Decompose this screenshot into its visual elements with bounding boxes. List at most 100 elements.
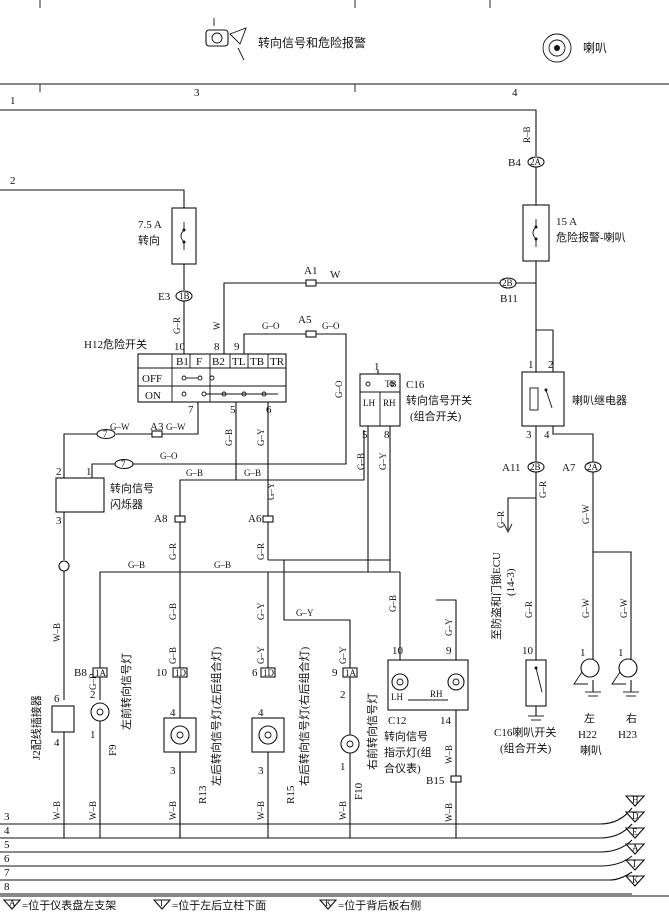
c16-turn-signal-switch[interactable]	[359, 373, 401, 427]
svg-text:2B: 2B	[502, 278, 513, 288]
c16-tb: TB	[385, 379, 397, 389]
svg-text:4: 4	[54, 737, 60, 749]
svg-text:G–B: G–B	[388, 595, 398, 612]
legend	[2, 899, 338, 910]
svg-text:1D: 1D	[175, 668, 187, 678]
svg-text:8: 8	[384, 429, 390, 441]
svg-text:B1: B1	[176, 356, 189, 368]
conn-b11: B11	[500, 293, 518, 305]
horn-relay-label: 喇叭继电器	[572, 393, 627, 407]
svg-text:G–R: G–R	[168, 543, 178, 560]
svg-text:1: 1	[90, 729, 96, 741]
conn-a3: A3	[150, 421, 164, 433]
svg-text:W–B: W–B	[338, 801, 348, 820]
conn-a11: A11	[502, 462, 521, 474]
fuse-turn-name: 转向	[138, 233, 160, 247]
svg-text:4: 4	[258, 707, 264, 719]
conn-a8: A8	[154, 513, 168, 525]
horn-left-name: 喇叭	[580, 743, 602, 757]
svg-text:9: 9	[446, 645, 452, 657]
svg-text:3: 3	[4, 811, 10, 823]
svg-text:4: 4	[544, 429, 550, 441]
svg-text:G–Y: G–Y	[256, 646, 266, 664]
horn-left-code: H22	[578, 729, 597, 741]
svg-text:7: 7	[188, 404, 194, 416]
svg-text:9: 9	[332, 667, 338, 679]
j2-connector	[51, 705, 75, 733]
c12-rh: RH	[430, 689, 443, 699]
c16-horn-line2: (组合开关)	[500, 741, 552, 755]
turn-hazard-icon	[205, 18, 247, 61]
svg-text:G–R: G–R	[538, 481, 548, 498]
conn-a5: A5	[298, 314, 312, 326]
svg-text:G–W: G–W	[581, 504, 591, 524]
f9-lamp	[90, 702, 110, 722]
svg-text:K: K	[325, 898, 332, 908]
wire-rb: R–B	[522, 126, 532, 143]
svg-text:7: 7	[4, 867, 10, 879]
h12-off: OFF	[142, 373, 162, 385]
r15-code: R15	[285, 785, 297, 804]
svg-text:6: 6	[252, 667, 258, 679]
svg-text:W–B: W–B	[88, 801, 98, 820]
svg-text:B2: B2	[212, 356, 225, 368]
header-band	[0, 0, 669, 92]
conn-a7: A7	[562, 462, 576, 474]
rail-1-label: 1	[10, 95, 16, 107]
ground-6: K	[632, 875, 639, 885]
fuse-turn	[171, 207, 197, 265]
svg-text:9: 9	[234, 341, 240, 353]
section-title-turn: 转向信号和危险报警	[258, 35, 366, 50]
legend-b: =位于左后立柱下面	[172, 898, 266, 912]
horn-relay	[521, 371, 565, 427]
svg-text:G–B: G–B	[168, 647, 178, 664]
horn-left-side: 左	[584, 712, 595, 725]
svg-text:7: 7	[121, 459, 126, 469]
svg-text:TB: TB	[250, 356, 264, 368]
c16-horn-line1: C16喇叭开关	[494, 725, 556, 739]
svg-text:W–B: W–B	[444, 745, 454, 764]
ground-1: H	[632, 795, 639, 805]
svg-text:G–Y: G–Y	[296, 608, 314, 618]
svg-text:G–B: G–B	[244, 468, 261, 478]
svg-text:1: 1	[580, 647, 586, 659]
rail-2-label: 2	[10, 175, 16, 187]
svg-text:2A: 2A	[587, 462, 599, 472]
flasher-line2: 闪烁器	[110, 497, 143, 511]
svg-text:6: 6	[54, 693, 60, 705]
c12-line3: 合仪表)	[384, 761, 421, 775]
svg-text:5: 5	[4, 839, 10, 851]
svg-text:2: 2	[340, 689, 346, 701]
svg-text:G–Y: G–Y	[378, 452, 388, 470]
svg-text:6: 6	[266, 404, 272, 416]
svg-text:2A: 2A	[530, 157, 542, 167]
fuse-horn-name: 危险报警-喇叭	[556, 230, 626, 244]
svg-text:10: 10	[392, 645, 404, 657]
wire-go-1: G–O	[262, 321, 280, 331]
fuse-horn	[522, 204, 550, 262]
c16-horn-switch[interactable]	[525, 659, 547, 707]
svg-text:G–Y: G–Y	[256, 428, 266, 446]
svg-text:2: 2	[56, 466, 62, 478]
c16-lh: LH	[363, 398, 375, 408]
svg-text:G–B: G–B	[88, 673, 98, 690]
svg-text:G–Y: G–Y	[266, 482, 276, 500]
c16-label-1: C16	[406, 379, 425, 391]
svg-text:5: 5	[230, 404, 236, 416]
wire-gw-2: G–W	[110, 422, 130, 432]
ecu-ref: (14-3)	[505, 568, 517, 596]
svg-text:G–R: G–R	[256, 543, 266, 560]
svg-text:3: 3	[258, 765, 264, 777]
c12-lh: LH	[391, 692, 403, 702]
svg-text:G–Y: G–Y	[444, 618, 454, 636]
legend-a: =位于仪表盘左支架	[22, 898, 116, 912]
h12-hazard-switch[interactable]	[137, 353, 287, 403]
svg-text:8: 8	[214, 341, 220, 353]
r13-lamp	[163, 717, 197, 753]
ground-5: I	[633, 859, 636, 869]
wire-gr-1: G–R	[172, 317, 182, 334]
c12-line1: 转向信号	[384, 729, 428, 743]
svg-text:14: 14	[440, 715, 452, 727]
conn-b8: B8	[74, 667, 87, 679]
